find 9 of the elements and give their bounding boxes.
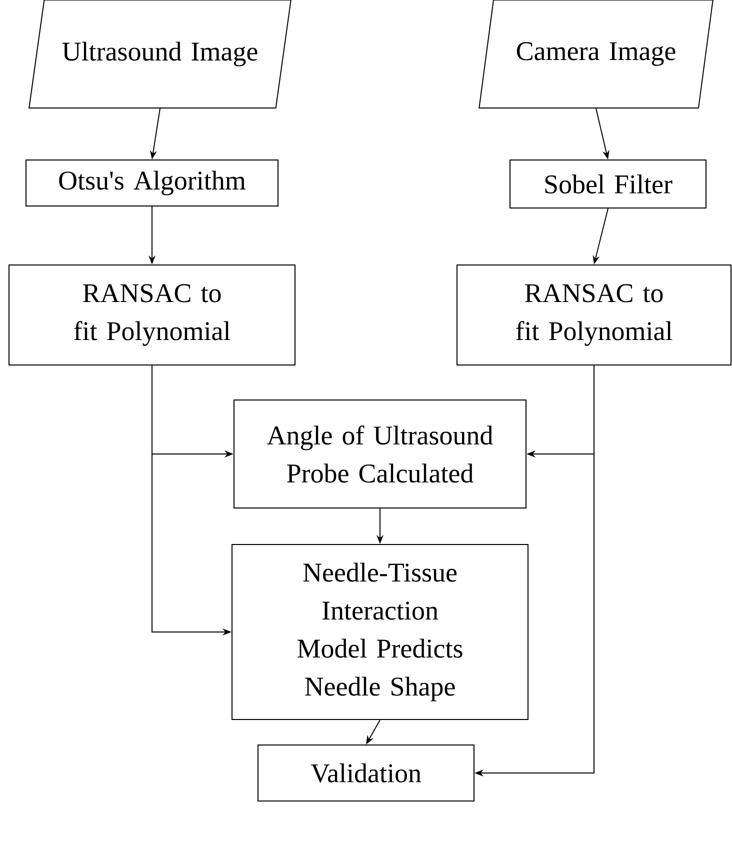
process-box: RANSAC to fit Polynomial [456, 264, 732, 366]
input-parallelogram: Ultrasound Image [28, 0, 292, 108]
process-box: Needle-Tissue Interaction Model Predicts Needle Shape [232, 544, 528, 720]
process-box: Otsu's Algorithm [26, 160, 278, 206]
process-box: Validation [258, 744, 474, 802]
process-box: RANSAC to fit Polynomial [8, 264, 296, 366]
input-parallelogram: Camera Image [478, 0, 714, 108]
process-box: Angle of Ultrasound Probe Calculated [234, 400, 526, 508]
process-box: Sobel Filter [510, 160, 706, 208]
